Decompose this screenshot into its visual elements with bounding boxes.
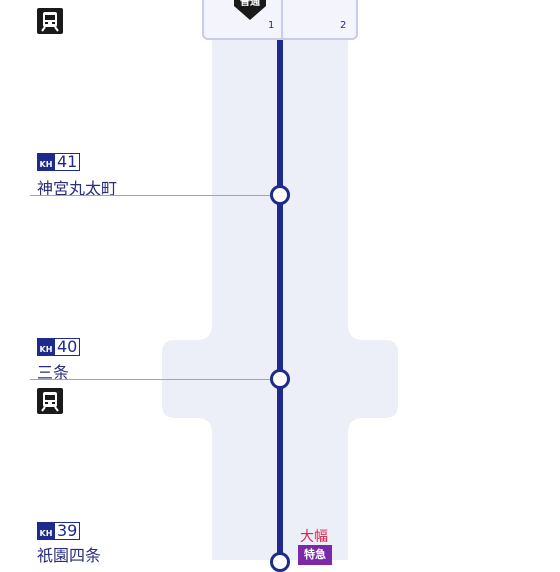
stop-position-box: 1 2 普通 [202,0,358,40]
station-code-40: KH 40 [37,338,81,356]
train-icon [37,8,63,34]
station-dot[interactable] [270,369,290,389]
station-number: 41 [55,153,81,171]
train-destination: 大幅 [300,529,328,545]
station-number: 40 [55,338,81,356]
station-dot[interactable] [270,552,290,572]
station-code-39: KH 39 [37,522,81,540]
train-icon [37,388,63,414]
line-code-prefix: KH [37,522,55,540]
station-code-41: KH 41 [37,153,81,171]
line-code-prefix: KH [37,153,55,171]
station-dot[interactable] [270,185,290,205]
station-number: 39 [55,522,81,540]
station-rule [30,195,278,196]
train-type-badge: 特急 [298,545,332,565]
station-name[interactable]: 三条 [37,363,70,382]
car-number-1: 1 [268,20,275,31]
station-name[interactable]: 神宮丸太町 [37,179,118,198]
line-code-prefix: KH [37,338,55,356]
car-number-2: 2 [340,20,347,31]
station-name[interactable]: 祇園四条 [37,546,102,565]
stop-marker-icon [234,0,266,20]
station-rule [30,379,278,380]
route-line [277,40,283,570]
car-divider [281,0,283,38]
stop-marker-label: 普通 [240,0,260,8]
